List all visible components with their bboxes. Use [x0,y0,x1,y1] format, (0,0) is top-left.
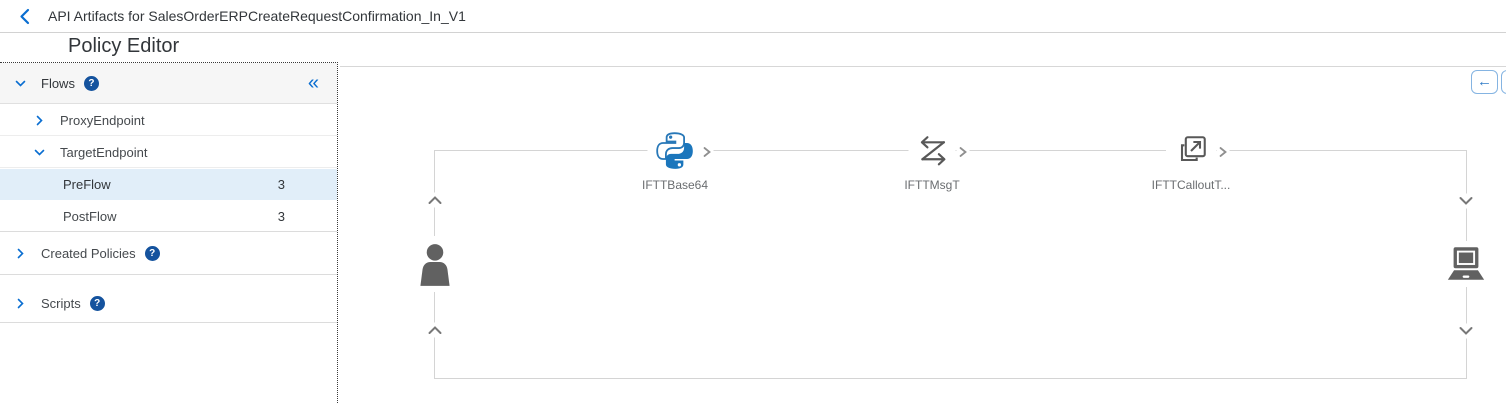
chevron-down-icon[interactable] [14,77,27,90]
sidebar-item-postflow[interactable]: PostFlow 3 [0,201,337,232]
canvas-top-divider [340,66,1506,67]
postflow-label: PostFlow [63,208,117,224]
preflow-policy-count: 3 [277,177,285,192]
flow-step-chevron-icon [956,144,970,160]
collapse-sidebar-icon[interactable]: « [307,72,319,94]
policy-node-ifttmsgt[interactable] [908,131,956,171]
policy-node-ifttcallout[interactable] [1166,130,1216,172]
chevron-right-icon[interactable] [14,297,27,310]
message-transform-icon [920,136,946,166]
response-flow-line [434,378,1467,379]
page-title: Policy Editor [68,35,180,57]
help-icon[interactable]: ? [89,295,105,311]
scripts-label: Scripts [41,295,81,311]
back-icon[interactable] [17,8,33,25]
service-callout-icon [1180,136,1206,162]
policy-label-ifttbase64: IFTTBase64 [641,178,709,192]
python-script-icon [656,132,693,169]
help-icon[interactable]: ? [144,246,160,261]
flow-step-chevron-icon [1216,144,1230,160]
breadcrumb-title: API Artifacts for SalesOrderERPCreateReq… [48,8,466,24]
top-navigation-bar: API Artifacts for SalesOrderERPCreateReq… [0,0,1506,33]
chevron-right-icon[interactable] [33,114,46,127]
sidebar-item-target-endpoint[interactable]: TargetEndpoint [0,137,337,168]
target-server-endpoint [1442,241,1490,287]
policy-label-ifttcallout: IFTTCalloutT... [1151,178,1231,192]
flow-up-chevron-icon [425,322,445,338]
policy-node-ifttbase64[interactable] [647,128,703,174]
chevron-down-icon[interactable] [33,146,46,159]
sidebar-item-scripts[interactable]: Scripts ? [0,276,337,323]
sidebar-item-preflow-selected[interactable]: PreFlow 3 [0,169,337,200]
redo-button-clipped[interactable] [1501,70,1506,94]
created-policies-label: Created Policies [41,246,136,261]
policy-label-ifttmsgt: IFTTMsgT [904,178,960,192]
flow-down-chevron-icon [1456,193,1476,209]
client-endpoint [414,236,456,292]
laptop-icon [1447,247,1485,280]
postflow-policy-count: 3 [277,208,285,224]
person-icon [420,244,450,286]
flow-step-chevron-icon [700,144,714,160]
preflow-label: PreFlow [63,177,111,192]
help-icon[interactable]: ? [83,75,99,91]
sidebar-item-proxy-endpoint[interactable]: ProxyEndpoint [0,105,337,136]
sidebar-item-flows[interactable]: Flows ? « [0,63,337,104]
flows-label: Flows [41,75,75,91]
flow-up-chevron-icon [425,192,445,208]
target-endpoint-label: TargetEndpoint [60,144,148,160]
chevron-right-icon[interactable] [14,247,27,260]
flows-sidebar [0,62,338,403]
proxy-endpoint-label: ProxyEndpoint [60,112,145,128]
flow-down-chevron-icon [1456,323,1476,339]
undo-button[interactable]: ← [1471,70,1498,94]
sidebar-item-created-policies[interactable]: Created Policies ? [0,233,337,275]
